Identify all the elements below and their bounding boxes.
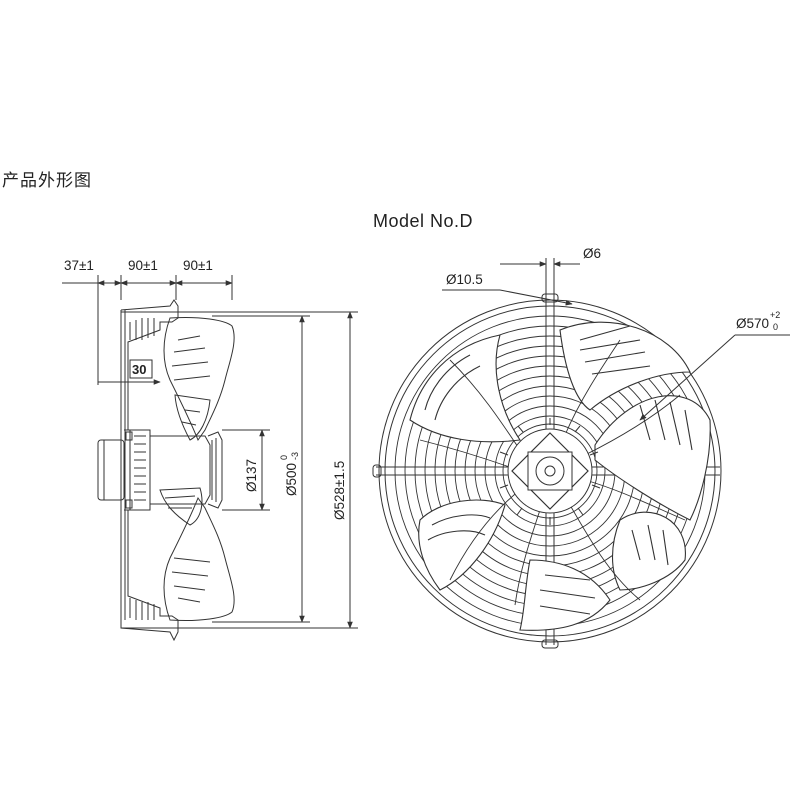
front-view xyxy=(372,258,790,649)
diameter-dimensions xyxy=(178,311,358,629)
outer-ring-inner xyxy=(384,305,716,637)
dim-mount-tol-upper: +2 xyxy=(770,310,780,320)
blade-front-right xyxy=(594,395,711,591)
motor-hub xyxy=(97,429,223,511)
dim-mount-diameter: Ø570 xyxy=(736,316,769,331)
blade-side-lower xyxy=(159,487,235,621)
model-title: Model No.D xyxy=(373,211,474,231)
dim-top-1: 37±1 xyxy=(64,258,94,273)
side-view xyxy=(62,275,358,642)
dim-blade-diameter-tol-upper: 0 xyxy=(279,455,289,460)
dim-mount-tol-lower: 0 xyxy=(773,322,778,332)
blade-side-upper xyxy=(163,317,235,442)
blade-front-left xyxy=(409,334,521,591)
blade-front-top xyxy=(559,321,691,411)
top-dimensions xyxy=(62,275,233,385)
dim-outer-diameter: Ø528±1.5 xyxy=(332,461,347,520)
blade-front-bottom xyxy=(519,559,611,631)
front-dimensions xyxy=(442,258,790,421)
dim-hole-diameter: Ø10.5 xyxy=(446,272,483,287)
front-hub xyxy=(499,418,601,525)
dim-top-3: 90±1 xyxy=(183,258,213,273)
blade-offset-dimension xyxy=(98,360,161,390)
dim-top-2: 90±1 xyxy=(128,258,158,273)
section-title: 产品外形图 xyxy=(2,171,92,190)
dim-wire-diameter: Ø6 xyxy=(583,246,601,261)
dim-blade-offset: 30 xyxy=(132,362,146,377)
dim-blade-diameter: Ø500 xyxy=(284,463,299,496)
dim-hub-diameter: Ø137 xyxy=(244,459,259,492)
blade-offset-box xyxy=(129,359,153,379)
dim-blade-diameter-tol-lower: -3 xyxy=(290,452,300,460)
